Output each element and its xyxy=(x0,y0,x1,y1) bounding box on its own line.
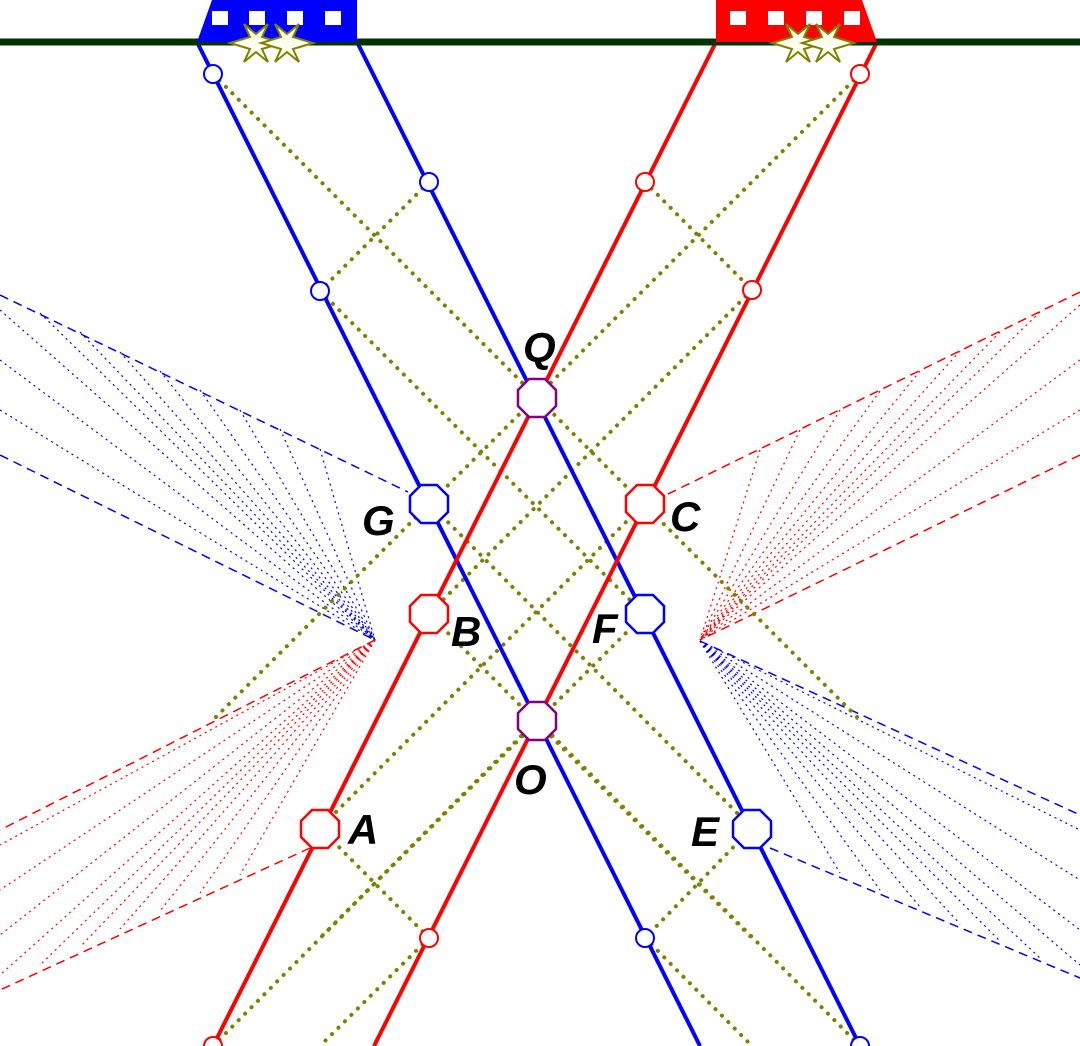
blue-worldlines xyxy=(195,41,862,1046)
event-labels: Q O G C B F A E xyxy=(347,324,721,855)
tick-marker xyxy=(419,928,439,948)
lightning-marks xyxy=(226,23,858,63)
tick-marker xyxy=(850,1036,870,1046)
signal-line xyxy=(643,180,754,292)
blue-fan-left xyxy=(0,294,409,641)
signal-line xyxy=(643,826,754,940)
signal-line xyxy=(318,180,431,293)
signal-line xyxy=(318,936,431,1046)
label-c: C xyxy=(670,493,701,540)
event-markers xyxy=(299,377,773,850)
red-fan-right xyxy=(661,291,1080,641)
tick-marker xyxy=(419,172,439,192)
event-marker-e xyxy=(731,808,773,850)
star-icon xyxy=(226,23,286,63)
red-worldline-right xyxy=(372,41,879,1046)
light-signals xyxy=(211,72,862,1046)
signal-line xyxy=(535,718,862,1046)
blue-fan-right xyxy=(699,640,1080,979)
label-e: E xyxy=(691,808,721,855)
signal-line xyxy=(211,718,539,1046)
signal-line xyxy=(427,501,754,830)
tick-marker xyxy=(310,281,330,301)
label-o: O xyxy=(514,756,547,803)
signal-line xyxy=(318,501,647,830)
blue-train xyxy=(197,0,357,42)
label-f: F xyxy=(592,605,619,652)
event-marker-o xyxy=(516,700,558,742)
signal-line xyxy=(643,936,754,1046)
event-marker-f xyxy=(624,593,666,635)
tick-marker xyxy=(850,64,870,84)
red-ticks xyxy=(203,64,870,1046)
red-fan-left xyxy=(0,639,376,991)
event-marker-g xyxy=(408,483,450,525)
event-marker-c xyxy=(624,483,666,525)
tick-marker xyxy=(203,1036,223,1046)
star-icon xyxy=(257,23,317,63)
event-marker-b xyxy=(408,593,450,635)
label-g: G xyxy=(362,497,395,544)
tick-marker xyxy=(203,64,223,84)
blue-worldline-left xyxy=(195,41,702,1046)
signal-line xyxy=(318,826,431,940)
label-q: Q xyxy=(523,324,556,372)
tick-marker xyxy=(635,172,655,192)
red-worldlines xyxy=(211,41,879,1046)
red-worldline-left xyxy=(211,41,718,1046)
event-marker-q xyxy=(516,377,558,419)
star-icon xyxy=(798,23,858,63)
signal-line xyxy=(427,288,754,616)
signal-line xyxy=(318,289,647,617)
blue-worldline-right xyxy=(355,41,862,1046)
tick-marker xyxy=(635,928,655,948)
label-a: A xyxy=(347,806,378,853)
star-icon xyxy=(768,23,828,63)
label-b: B xyxy=(451,608,481,655)
tick-marker xyxy=(742,280,762,300)
event-marker-a xyxy=(299,808,341,850)
blue-ticks xyxy=(203,64,870,1046)
